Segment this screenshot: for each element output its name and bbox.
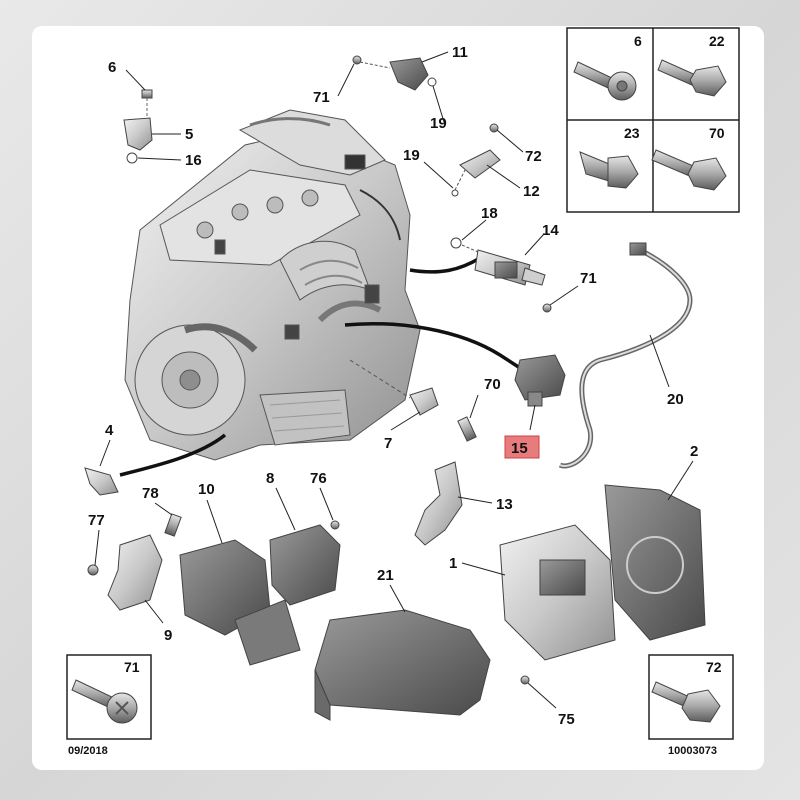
fastener-label-22: 22: [709, 33, 725, 49]
fastener-label-23: 23: [624, 125, 640, 141]
part-4-sensor: [84, 467, 119, 496]
part-7-sensor: [349, 359, 477, 442]
callout-20: 20: [667, 391, 684, 408]
footer-date: 09/2018: [68, 745, 108, 757]
callout-8: 8: [266, 470, 274, 487]
fastener-label-70: 70: [709, 125, 725, 141]
callout-5: 5: [185, 126, 193, 143]
callout-14: 14: [542, 222, 559, 239]
part-14-solenoid-valve: [450, 237, 552, 313]
callout-71: 71: [313, 89, 330, 106]
callout-15: 15: [511, 440, 528, 457]
engine-block: [124, 109, 421, 461]
fastener-grid-box: 6 22 23 70: [566, 27, 740, 213]
leader-lines: [94, 51, 694, 709]
callout-19: 19: [403, 147, 420, 164]
fastener-label-6: 6: [634, 33, 642, 49]
screw-72-icon: [651, 681, 721, 723]
screw-71-icon: [71, 679, 138, 724]
callout-78: 78: [142, 485, 159, 502]
callout-71: 71: [580, 270, 597, 287]
screw-70-icon: [651, 149, 727, 191]
callout-13: 13: [496, 496, 513, 513]
callout-2: 2: [690, 443, 698, 460]
callout-4: 4: [105, 422, 114, 439]
callout-76: 76: [310, 470, 327, 487]
screw-6-icon: [573, 61, 637, 101]
part-6-5-16-sensor: [123, 89, 153, 164]
part-21-cover: [314, 609, 491, 721]
callout-21: 21: [377, 567, 394, 584]
callout-7: 7: [384, 435, 392, 452]
fastener-box-71: 71: [66, 654, 152, 740]
callout-70: 70: [484, 376, 501, 393]
callout-9: 9: [164, 627, 172, 644]
part-20-pipe: [558, 242, 693, 469]
part-13-bracket: [414, 461, 463, 546]
part-1-ecu: [499, 524, 616, 685]
callout-1: 1: [449, 555, 457, 572]
highlight-box-15: [504, 435, 540, 459]
callout-6: 6: [108, 59, 116, 76]
part-8-module: [269, 520, 341, 606]
callout-19: 19: [430, 115, 447, 132]
callout-16: 16: [185, 152, 202, 169]
callout-10: 10: [198, 481, 215, 498]
callout-12: 12: [523, 183, 540, 200]
part-10-housing: [179, 539, 301, 666]
part-9-bracket: [87, 513, 182, 611]
part-15-sensor: [514, 354, 566, 407]
callout-72: 72: [525, 148, 542, 165]
part-12-bracket: [451, 123, 501, 197]
wiring-harness: [119, 256, 521, 477]
fastener-label-72: 72: [706, 659, 722, 675]
callout-labels: 6 5 16 71 11 19 19 72 12 18 14 71 20 70 …: [88, 44, 698, 728]
callout-11: 11: [452, 44, 468, 61]
screw-22-icon: [657, 59, 727, 97]
screw-23-icon: [579, 151, 639, 189]
callout-77: 77: [88, 512, 105, 529]
callout-18: 18: [481, 205, 498, 222]
part-11-bracket: [352, 55, 437, 91]
part-2-plate: [604, 484, 706, 641]
footer-reference: 10003073: [668, 745, 717, 757]
callout-75: 75: [558, 711, 575, 728]
fastener-box-72: 72: [648, 654, 734, 740]
fastener-label-71: 71: [124, 659, 140, 675]
